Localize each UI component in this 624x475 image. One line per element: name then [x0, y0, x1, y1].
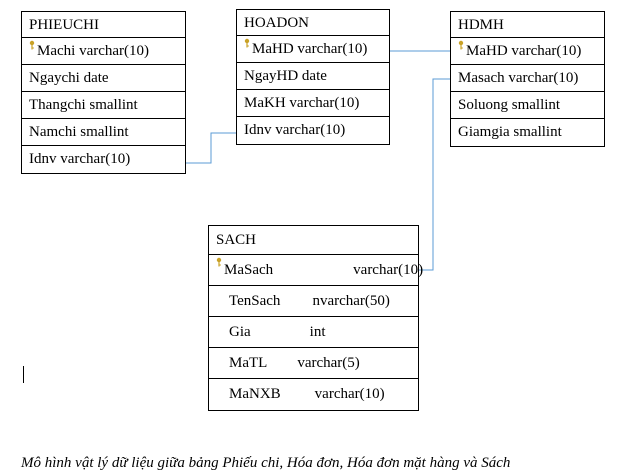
column-name: Gia: [229, 324, 251, 340]
column-name: MaNXB: [229, 386, 281, 402]
column-type: varchar(10): [353, 262, 424, 278]
column-type: varchar(5): [297, 355, 360, 371]
table-row-phieuchi-3: Namchi smallint: [22, 119, 185, 146]
table-row-hdmh-3: Giamgia smallint: [451, 119, 604, 146]
table-hdmh[interactable]: HDMH MaHD varchar(10) Masach varchar(10) S…: [450, 11, 605, 147]
column-name: MaHD varchar(10): [466, 43, 582, 59]
column-name: MaSach: [224, 262, 274, 278]
table-row-hoadon-0: MaHD varchar(10): [237, 36, 389, 63]
table-row-hdmh-1: Masach varchar(10): [451, 65, 604, 92]
column-name: Idnv varchar(10): [244, 122, 346, 138]
column-name: Masach varchar(10): [458, 70, 579, 86]
column-name: Machi varchar(10): [37, 43, 150, 59]
link-phieuchi-hoadon: [186, 132, 236, 164]
column-name: MaKH varchar(10): [244, 95, 360, 111]
column-name: Thangchi smallint: [29, 97, 138, 113]
key-icon: [458, 40, 464, 50]
table-row-phieuchi-1: Ngaychi date: [22, 65, 185, 92]
column-name: TenSach: [229, 293, 281, 309]
table-row-phieuchi-0: Machi varchar(10): [22, 38, 185, 65]
table-row-sach-1: TenSach nvarchar(50): [209, 286, 418, 317]
table-row-phieuchi-4: Idnv varchar(10): [22, 146, 185, 173]
column-name: Ngaychi date: [29, 70, 109, 86]
column-name: Giamgia smallint: [458, 124, 562, 140]
table-title: SACH: [209, 226, 418, 255]
table-row-sach-4: MaNXB varchar(10): [209, 379, 418, 410]
key-icon: [244, 38, 250, 48]
table-row-hdmh-2: Soluong smallint: [451, 92, 604, 119]
table-row-sach-2: Gia int: [209, 317, 418, 348]
link-hdmh-sach: [419, 78, 450, 271]
key-icon: [29, 40, 35, 50]
table-row-sach-3: MaTL varchar(5): [209, 348, 418, 379]
table-row-hoadon-3: Idnv varchar(10): [237, 117, 389, 144]
column-type: int: [309, 324, 326, 340]
table-row-hdmh-0: MaHD varchar(10): [451, 38, 604, 65]
key-icon: [216, 257, 222, 267]
table-row-hoadon-1: NgayHD date: [237, 63, 389, 90]
column-name: Soluong smallint: [458, 97, 561, 113]
column-name: MaTL: [229, 355, 268, 371]
table-sach[interactable]: SACH MaSach varchar(10) TenSach nvarchar(50…: [208, 225, 423, 411]
column-name: NgayHD date: [244, 68, 327, 84]
column-name: Namchi smallint: [29, 124, 129, 140]
figure-caption: Mô hình vật lý dữ liệu giữa bảng Phiếu c…: [21, 455, 511, 471]
table-title: HDMH: [451, 12, 604, 38]
column-name: MaHD varchar(10): [252, 41, 368, 57]
column-name: Idnv varchar(10): [29, 151, 131, 167]
column-type: varchar(10): [314, 386, 385, 402]
table-row-sach-0: MaSach varchar(10): [209, 255, 423, 286]
text-cursor: [23, 366, 24, 383]
table-row-hoadon-2: MaKH varchar(10): [237, 90, 389, 117]
table-title: PHIEUCHI: [22, 12, 185, 38]
table-row-phieuchi-2: Thangchi smallint: [22, 92, 185, 119]
table-title: HOADON: [237, 10, 389, 36]
column-type: nvarchar(50): [312, 293, 390, 309]
